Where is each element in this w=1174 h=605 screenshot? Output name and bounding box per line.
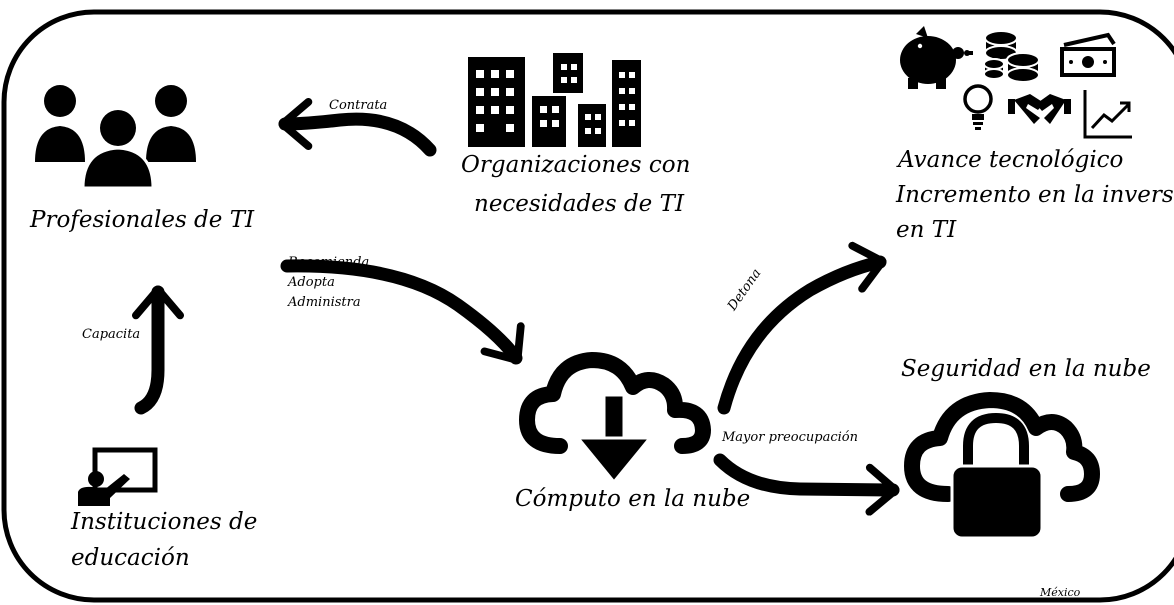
coins-icon xyxy=(983,30,1040,83)
advance-label-line1: Avance tecnológico xyxy=(898,147,1124,173)
arrow-detona xyxy=(717,241,887,415)
arrow-recomienda xyxy=(280,259,525,365)
cloud-lock-icon xyxy=(904,392,1100,540)
edge-label-mayor-preocupacion: Mayor preocupación xyxy=(722,430,858,445)
banknote-icon xyxy=(1060,32,1116,77)
education-label-line1: Instituciones de xyxy=(71,509,258,535)
cloud-security-label: Seguridad en la nube xyxy=(901,356,1151,382)
handshake-icon xyxy=(1008,94,1071,124)
professionals-label: Profesionales de TI xyxy=(30,207,255,233)
edge-label-recomienda: Recomienda xyxy=(288,255,370,270)
people-group-icon xyxy=(35,85,196,190)
teacher-board-icon xyxy=(78,447,158,506)
edge-label-capacita: Capacita xyxy=(82,327,141,342)
edge-label-contrata: Contrata xyxy=(329,98,388,113)
advance-label-line2: Incremento en la inversión xyxy=(896,182,1174,208)
organizations-label-line2: necesidades de TI xyxy=(474,191,685,217)
arrow-capacita xyxy=(132,285,184,415)
cloud-download-icon xyxy=(519,352,711,484)
edge-label-adopta: Adopta xyxy=(288,275,335,290)
buildings-icon xyxy=(468,53,641,147)
edge-label-administra: Administra xyxy=(288,295,361,310)
cloud-computing-label: Cómputo en la nube xyxy=(515,486,751,512)
arrow-mayor-preocupacion xyxy=(713,453,900,516)
piggy-bank-icon xyxy=(900,26,973,89)
advance-label-line3: en TI xyxy=(896,217,957,243)
education-label-line2: educación xyxy=(71,545,190,571)
lightbulb-icon xyxy=(963,84,993,130)
growth-chart-icon xyxy=(1083,90,1132,139)
footer-country: México xyxy=(1040,586,1081,599)
organizations-label-line1: Organizaciones con xyxy=(461,152,691,178)
frame-border xyxy=(1,9,1174,603)
arrow-contrata xyxy=(278,97,437,157)
